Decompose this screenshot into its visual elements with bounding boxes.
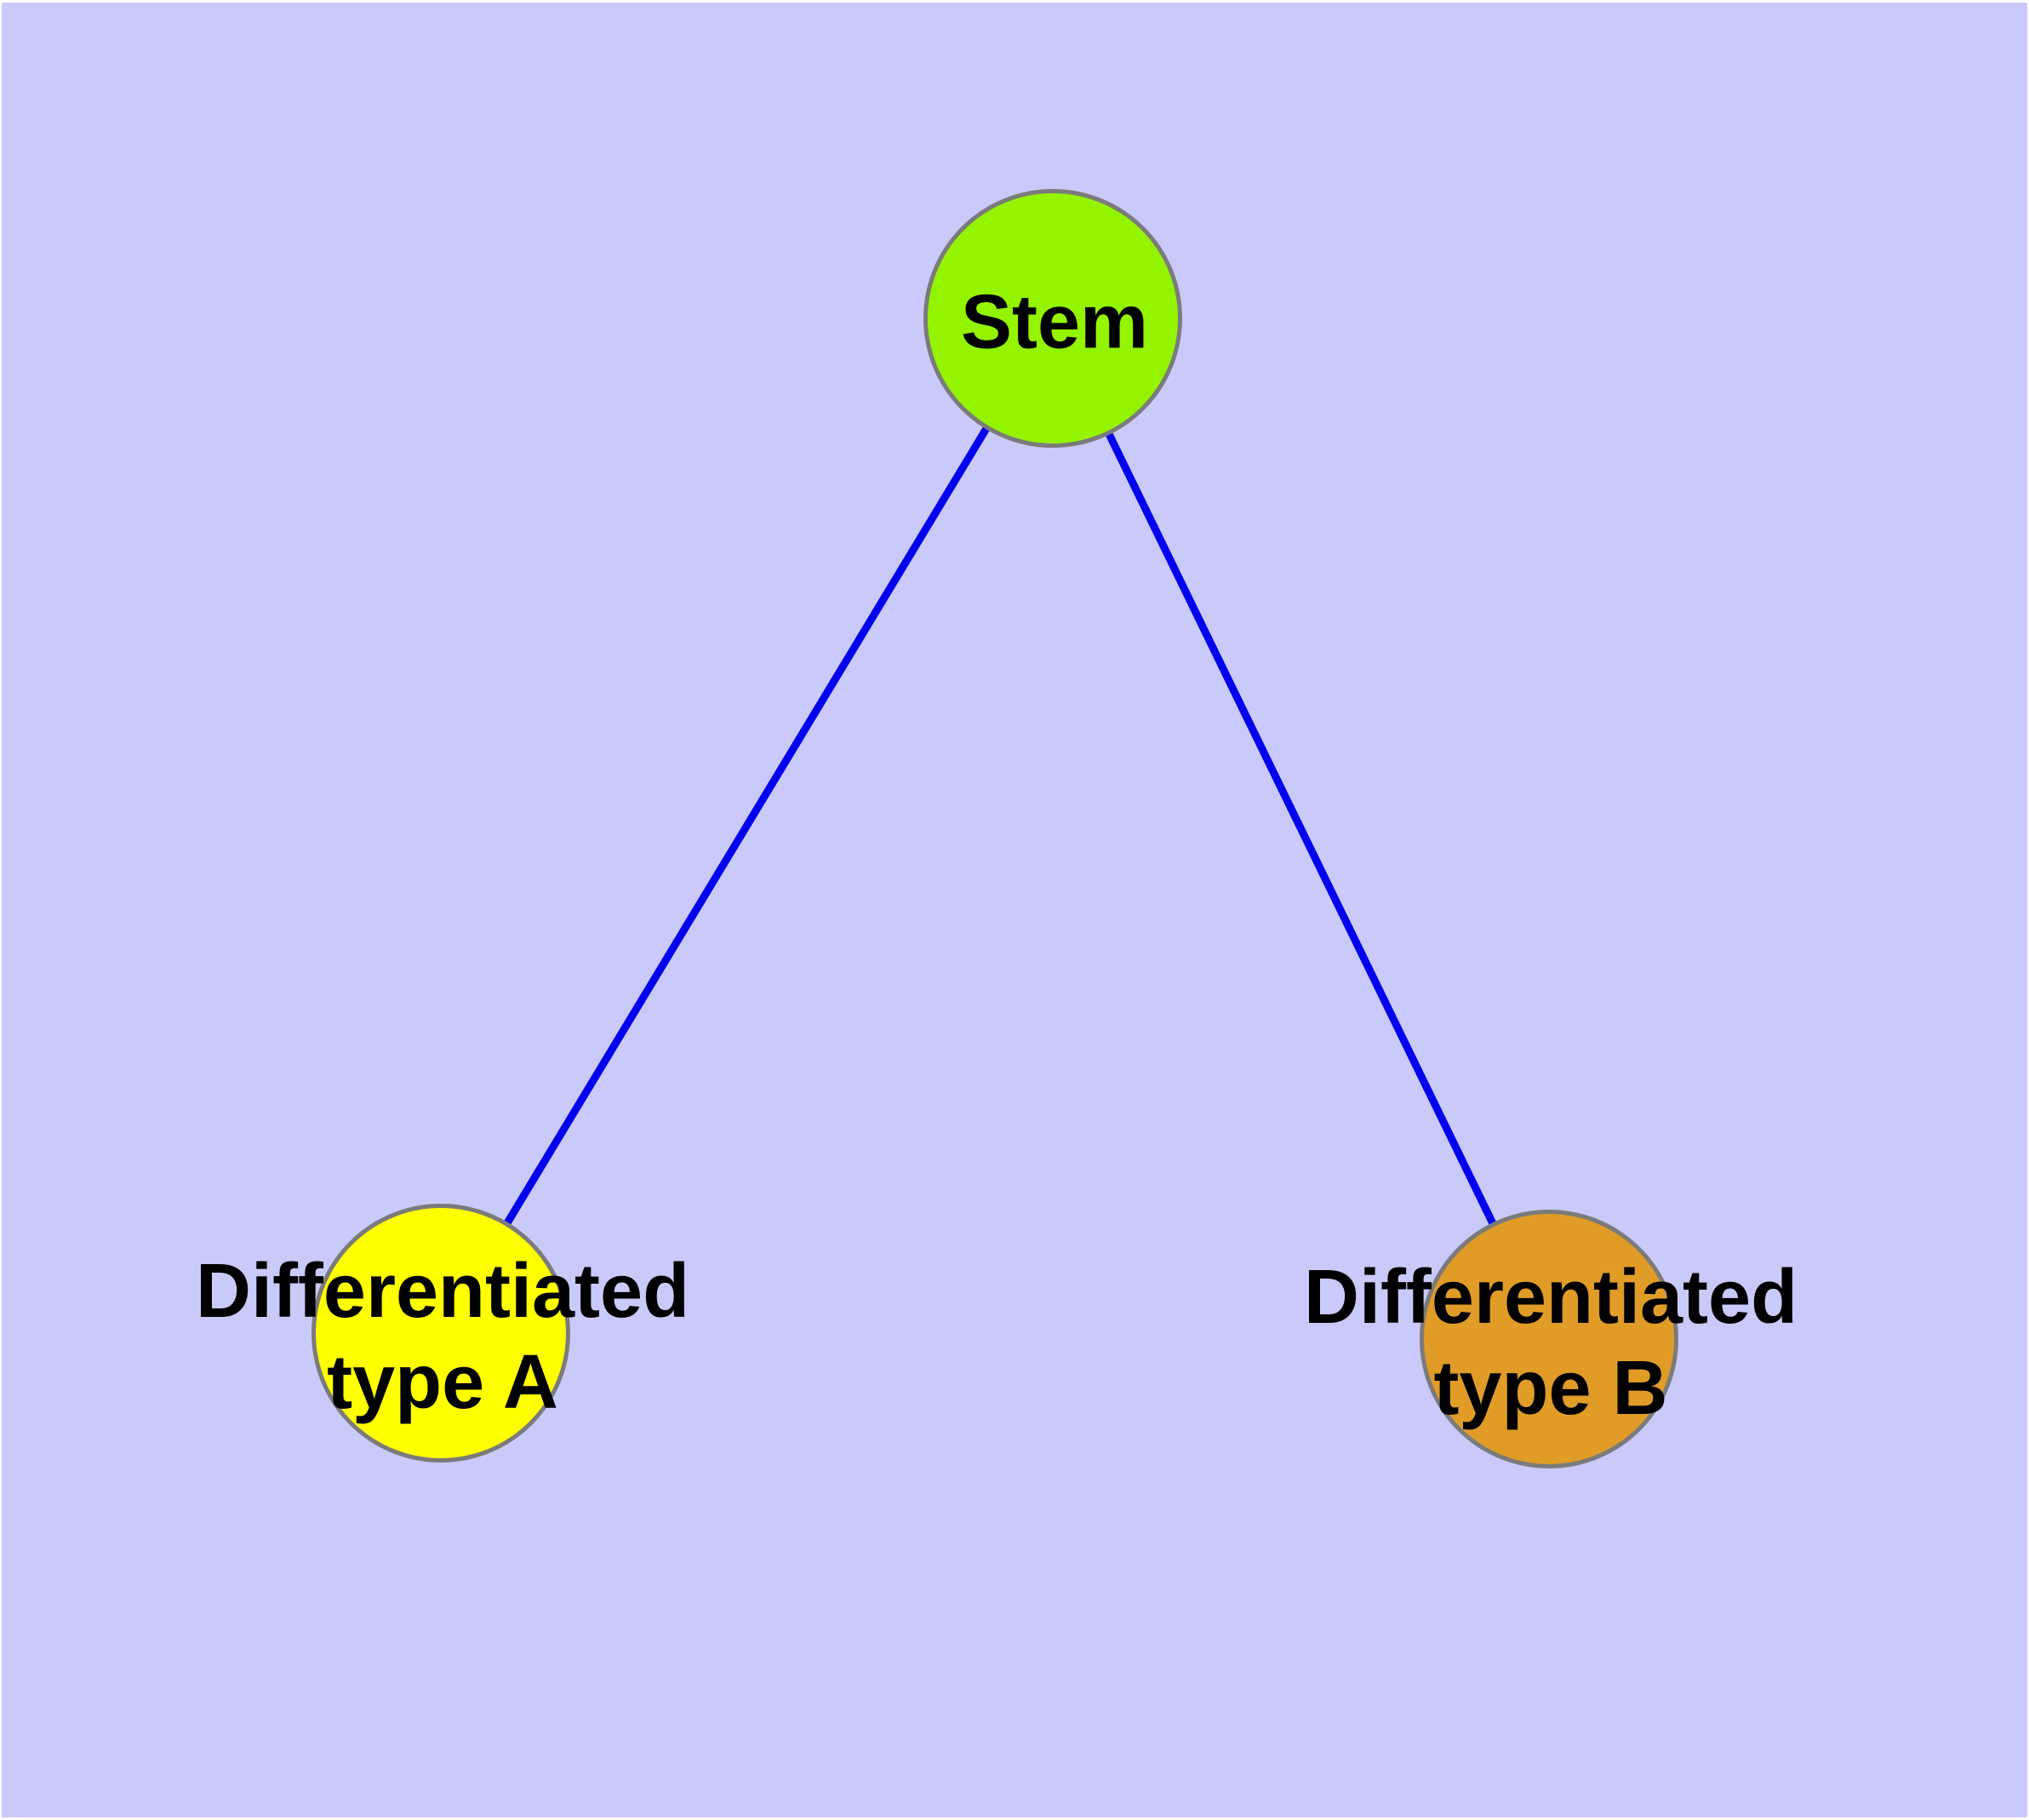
graph-canvas: Stem Differentiated type A Differentiate… <box>2 3 2027 1817</box>
node-label-type-b-line-2: type B <box>1433 1346 1668 1431</box>
edge-stem-to-type-b <box>1049 317 1553 1341</box>
node-label-type-b-line-1: Differentiated <box>1303 1255 1798 1340</box>
node-label-stem-line-1: Stem <box>960 279 1149 365</box>
node-stem <box>923 189 1182 448</box>
node-differentiated-type-a <box>311 1204 570 1462</box>
node-label-type-a-line-2: type A <box>327 1340 558 1425</box>
node-label-stem: Stem <box>961 278 1148 369</box>
node-label-differentiated-type-a: Differentiated type A <box>196 1246 689 1428</box>
node-differentiated-type-b <box>1420 1210 1678 1468</box>
edges-layer <box>437 316 1553 1341</box>
node-label-type-a-line-1: Differentiated <box>195 1249 690 1334</box>
node-label-differentiated-type-b: Differentiated type B <box>1304 1252 1798 1434</box>
edge-stem-to-type-a <box>437 316 1056 1336</box>
